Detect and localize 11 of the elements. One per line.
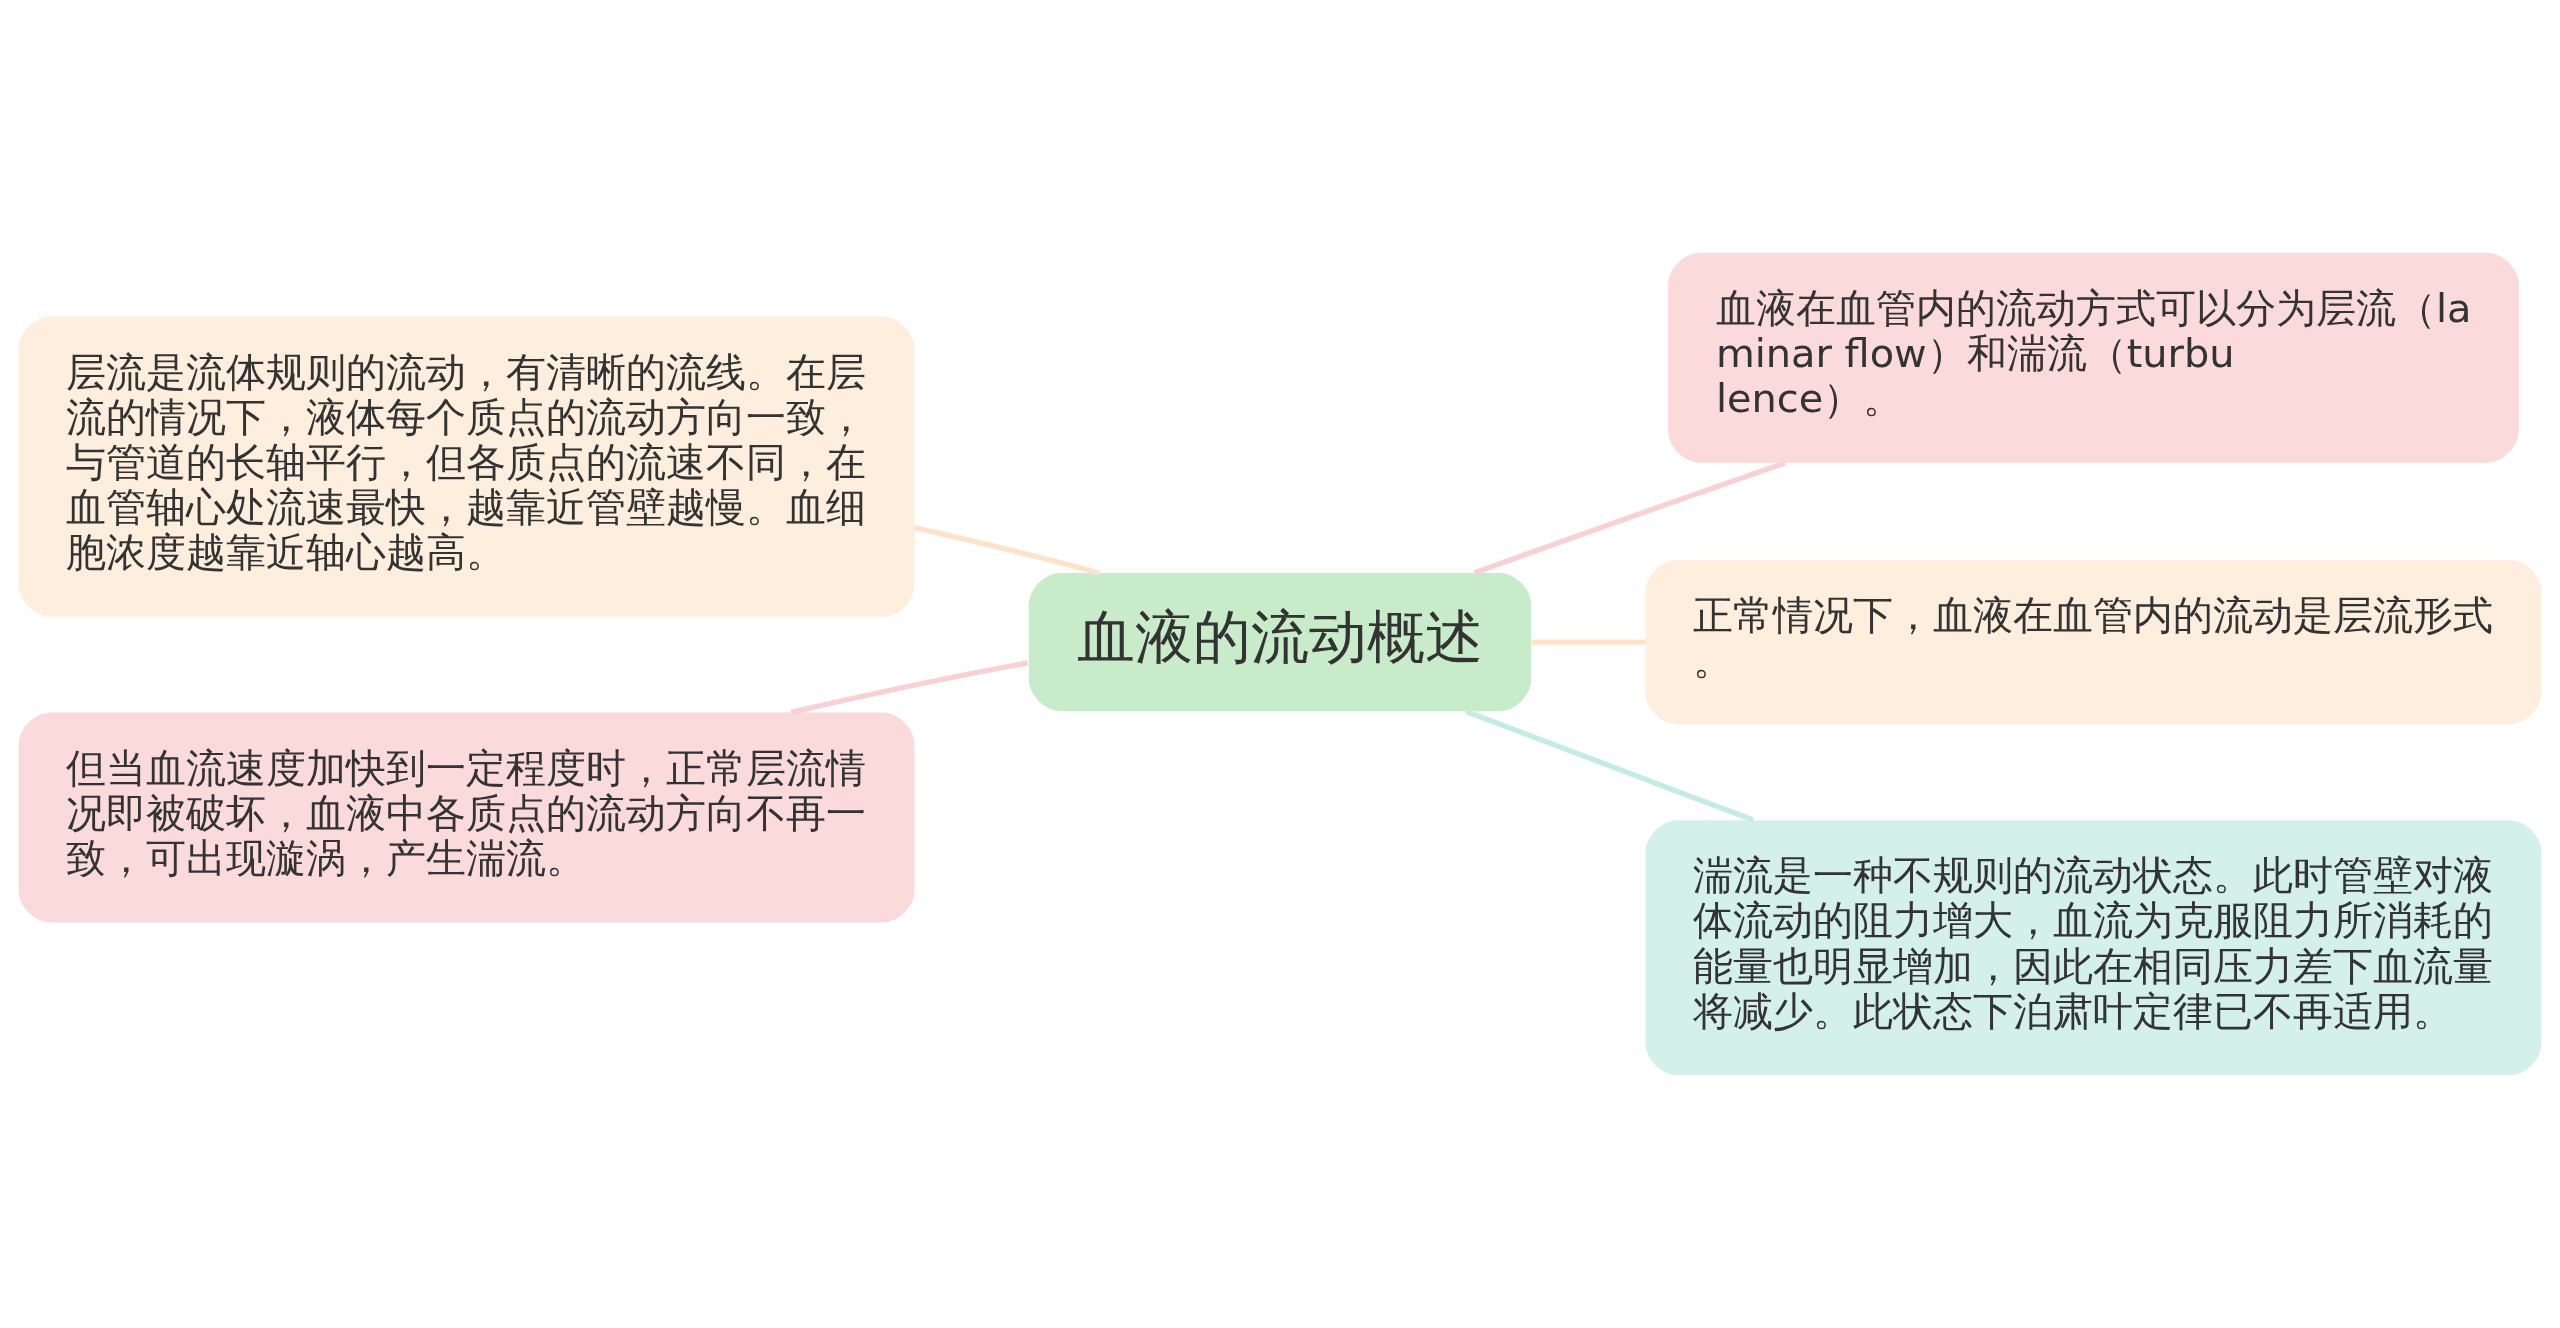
connector — [1465, 708, 1755, 823]
connector — [790, 660, 1029, 716]
node-box: 层流是流体规则的流动，有清晰的流线。在层流的情况下，液体每个质点的流动方向一致，与管道的长轴平行，但各质点的流速不同，在血管轴心处流速最快，越靠近管壁越慢。血细胞浓度越靠近轴心越高。 — [18, 316, 915, 617]
connector — [1473, 460, 1787, 576]
node-box: 血液的流动概述 — [1028, 572, 1532, 712]
node-box: 血液在血管内的流动方式可以分为层流（laminar flow）和湍流（turbulence）。 — [1668, 252, 2519, 463]
node-box: 正常情况下，血液在血管内的流动是层流形式。 — [1645, 559, 2542, 725]
connector — [1531, 639, 1646, 645]
node-box: 湍流是一种不规则的流动状态。此时管壁对液体流动的阻力增大，血流为克服阻力所消耗的能量也明显增加，因此在相同压力差下血流量将减少。此状态下泊肃叶定律已不再适用。 — [1645, 820, 2542, 1076]
connector — [914, 525, 1100, 576]
node-box: 但当血流速度加快到一定程度时，正常层流情况即被破坏，血液中各质点的流动方向不再一致，可出现漩涡，产生湍流。 — [18, 712, 915, 923]
